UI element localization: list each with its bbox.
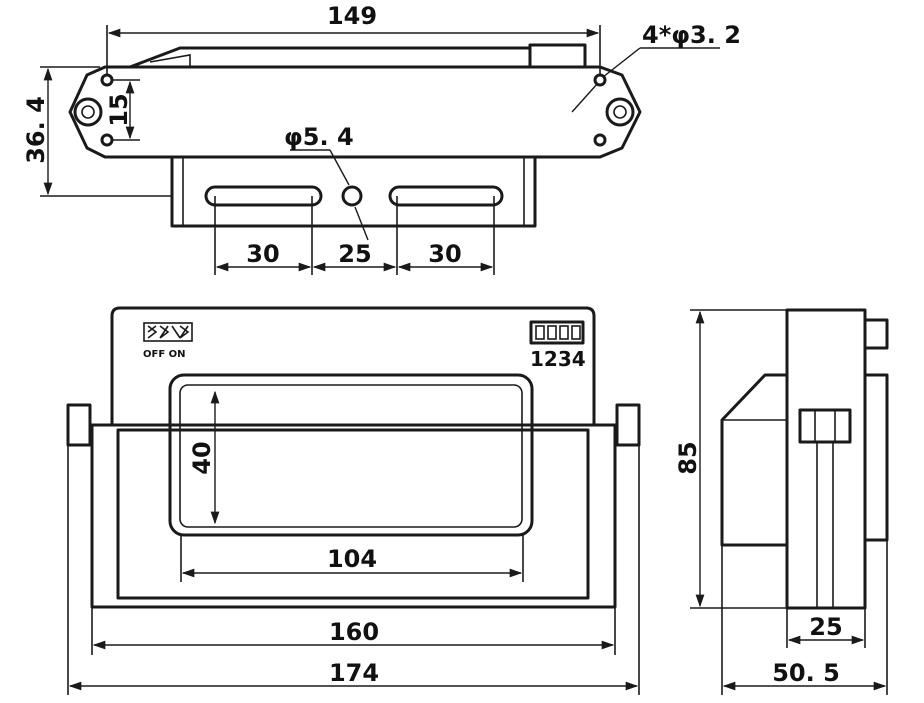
- dim-inner-width: 160: [329, 618, 379, 646]
- dim-side-depth-inner: 25: [809, 613, 842, 641]
- dim-149: 149: [327, 2, 377, 30]
- dim-overall-width: 174: [329, 659, 379, 687]
- dim-slot-gap: 25: [338, 240, 371, 268]
- label-mounting-holes: 4*φ3. 2: [642, 21, 741, 49]
- dim-15: 15: [105, 93, 133, 126]
- top-view: 149 36. 4 15 4*φ3. 2 φ5. 4 30 25 30: [22, 2, 741, 275]
- front-view: OFF ON 1234 40 104 160 174: [66, 306, 641, 695]
- side-view: 85 25 50. 5: [674, 308, 889, 695]
- dim-window-width: 104: [327, 545, 377, 573]
- dim-slot-left: 30: [246, 240, 279, 268]
- dim-slot-right: 30: [428, 240, 461, 268]
- label-center-hole: φ5. 4: [284, 123, 354, 151]
- switch-label: OFF ON: [143, 349, 186, 360]
- dim-36-4: 36. 4: [22, 96, 50, 164]
- dim-side-depth-overall: 50. 5: [772, 659, 840, 687]
- switch-numbers: 1234: [530, 347, 586, 371]
- dim-window-height: 40: [188, 441, 216, 474]
- dim-side-height: 85: [674, 441, 702, 474]
